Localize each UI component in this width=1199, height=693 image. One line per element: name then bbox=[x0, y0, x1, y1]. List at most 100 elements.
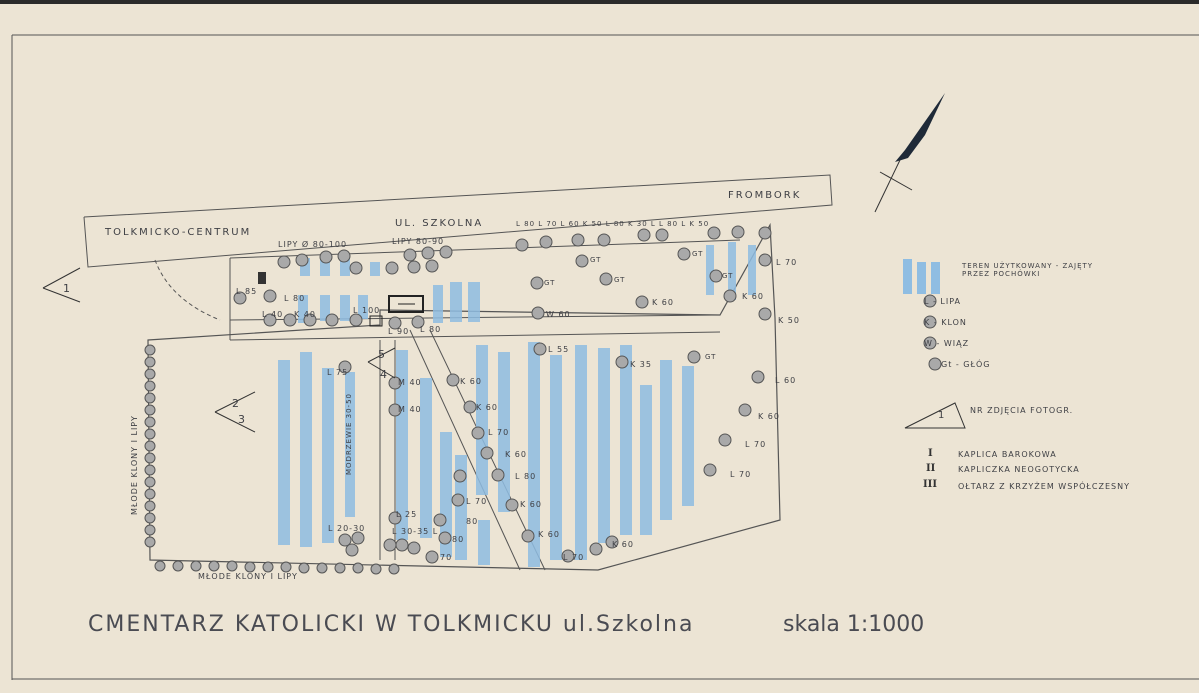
label-l70f: L 70 bbox=[563, 553, 585, 562]
burial-area bbox=[598, 348, 610, 543]
label-l70d: L 70 bbox=[745, 440, 767, 449]
label-l100: L 100 bbox=[353, 306, 381, 315]
label-gt6: GT bbox=[705, 353, 717, 361]
label-l80b: L 80 bbox=[420, 325, 442, 334]
burial-area bbox=[320, 258, 330, 276]
label-k60f: K 60 bbox=[520, 500, 542, 509]
label-k60c: K 60 bbox=[460, 377, 482, 386]
legend-area-symbol bbox=[903, 259, 940, 294]
label-top-row: L 80 L 70 L 60 K 50 L 80 K 30 L L 80 L K… bbox=[516, 220, 710, 228]
label-l80d: 80 bbox=[466, 517, 479, 526]
label-l40: L 40 bbox=[262, 310, 284, 319]
legend-glog: Gt - GŁÓG bbox=[941, 360, 991, 369]
north-arrow bbox=[895, 93, 945, 162]
trees bbox=[144, 225, 772, 575]
burial-area bbox=[748, 245, 756, 295]
burial-area bbox=[420, 378, 432, 538]
legend-photo-symbol bbox=[904, 402, 966, 429]
burial-areas bbox=[278, 242, 756, 567]
photo-mark-5: 5 bbox=[378, 348, 386, 361]
label-lipy-top2: LIPY 80-90 bbox=[392, 237, 445, 246]
burial-area bbox=[728, 242, 736, 300]
burial-area bbox=[476, 345, 488, 495]
inner-road bbox=[229, 239, 741, 259]
burial-area bbox=[278, 360, 290, 545]
burial-area bbox=[340, 295, 350, 321]
label-gt3: GT bbox=[614, 276, 626, 284]
label-k60-right: K 60 bbox=[758, 412, 780, 421]
label-k60a: K 60 bbox=[652, 298, 674, 307]
label-gt1: GT bbox=[590, 256, 602, 264]
label-l70g: 70 bbox=[440, 553, 453, 562]
photo-marks bbox=[42, 267, 396, 433]
legend-tree-symbols bbox=[923, 294, 942, 371]
label-l90: L 90 bbox=[388, 327, 410, 336]
label-w60: W 60 bbox=[546, 310, 571, 319]
legend-kapliczka: KAPLICZKA NEOGOTYCKA bbox=[958, 465, 1080, 474]
burial-area bbox=[433, 285, 443, 323]
burial-area bbox=[468, 282, 480, 322]
legend-photo: NR ZDJĘCIA FOTOGR. bbox=[970, 406, 1074, 415]
burial-area bbox=[300, 352, 312, 547]
chapel-baroque bbox=[388, 295, 424, 313]
gate-arc bbox=[154, 259, 221, 321]
street-band bbox=[83, 174, 833, 268]
label-l75: L 75 bbox=[327, 368, 349, 377]
street-tolkmicko: TOLKMICKO-CENTRUM bbox=[105, 227, 252, 238]
top-edge-bar bbox=[0, 0, 1199, 4]
burial-area bbox=[620, 345, 632, 535]
label-k60e: K 60 bbox=[505, 450, 527, 459]
middle-alley-bottom bbox=[229, 331, 721, 341]
burial-area bbox=[320, 295, 330, 321]
label-k40: K 40 bbox=[294, 310, 316, 319]
label-k60r: K 60 bbox=[612, 540, 634, 549]
burial-area bbox=[682, 366, 694, 506]
label-mlode-bottom: MŁODE KLONY I LIPY bbox=[198, 572, 298, 581]
legend-area: TEREN UŻYTKOWANY - ZAJĘTY PRZEZ POCHÓWKI bbox=[962, 262, 1094, 278]
burial-area bbox=[396, 350, 408, 540]
burial-area bbox=[300, 258, 310, 276]
label-l70b: L 70 bbox=[488, 428, 510, 437]
burial-area bbox=[358, 295, 368, 319]
street-szkolna: UL. SZKOLNA bbox=[395, 218, 484, 229]
altar bbox=[369, 315, 383, 327]
burial-area bbox=[640, 385, 652, 535]
label-k35: K 35 bbox=[630, 360, 652, 369]
legend-wiaz: W - WIĄZ bbox=[924, 339, 970, 348]
label-l2030: L 20-30 bbox=[328, 524, 366, 533]
chapel-neogothic bbox=[258, 272, 266, 284]
photo-mark-1: 1 bbox=[63, 282, 71, 295]
legend-klon: K - KLON bbox=[924, 318, 967, 327]
legend-roman-1: I bbox=[928, 448, 933, 459]
label-gt2: GT bbox=[692, 250, 704, 258]
label-l80a: L 80 bbox=[284, 294, 306, 303]
burial-area bbox=[322, 368, 334, 543]
burial-area bbox=[660, 360, 672, 520]
map-title: CMENTARZ KATOLICKI W TOLKMICKU ul.Szkoln… bbox=[88, 612, 695, 637]
label-k60b: K 60 bbox=[742, 292, 764, 301]
label-gt5: GT bbox=[722, 272, 734, 280]
label-l70a: L 70 bbox=[776, 258, 798, 267]
burial-area bbox=[478, 520, 490, 565]
label-l55: L 55 bbox=[548, 345, 570, 354]
label-l25: L 25 bbox=[396, 510, 418, 519]
burial-area bbox=[550, 355, 562, 560]
label-k60g: K 60 bbox=[538, 530, 560, 539]
label-k60d: K 60 bbox=[476, 403, 498, 412]
photo-mark-4: 4 bbox=[380, 368, 388, 381]
label-lipy-top1: LIPY Ø 80-100 bbox=[278, 240, 348, 249]
label-mlode-left: MŁODE KLONY I LIPY bbox=[130, 415, 139, 515]
street-frombork: FROMBORK bbox=[728, 190, 802, 201]
north-arrow-stem bbox=[874, 159, 901, 213]
label-l60: L 60 bbox=[775, 376, 797, 385]
label-l3035: L 30-35 L bbox=[392, 527, 439, 536]
legend-lipa: L - LIPA bbox=[924, 297, 962, 306]
label-l70e: L 70 bbox=[730, 470, 752, 479]
label-k50: K 50 bbox=[778, 316, 800, 325]
burial-area bbox=[370, 262, 380, 276]
legend-sym-1: 1 bbox=[938, 410, 946, 421]
label-m40a: M 40 bbox=[398, 378, 422, 387]
label-gt4: GT bbox=[544, 279, 556, 287]
label-l85: L 85 bbox=[236, 287, 258, 296]
